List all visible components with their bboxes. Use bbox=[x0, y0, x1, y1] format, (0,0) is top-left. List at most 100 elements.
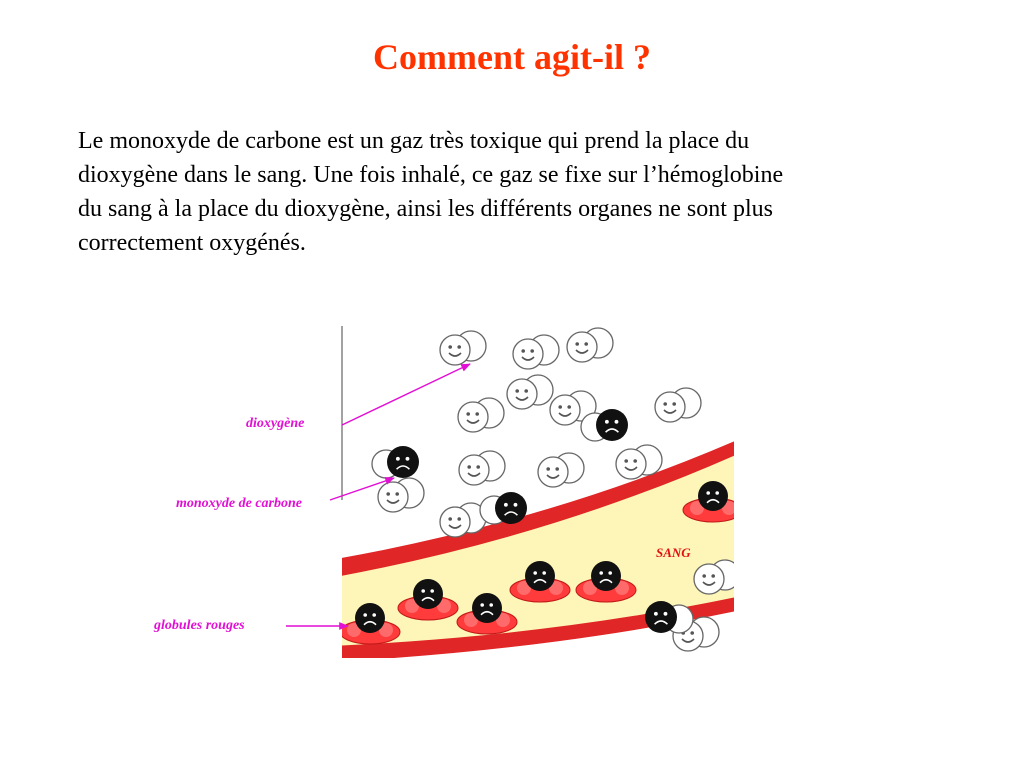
oxygen-molecule bbox=[537, 452, 585, 488]
eye bbox=[690, 631, 694, 635]
red-cell-lobe bbox=[517, 581, 531, 595]
co-pointer-arrow bbox=[329, 477, 395, 501]
bound-co-molecule bbox=[525, 561, 555, 591]
mouth bbox=[546, 474, 560, 479]
co-molecule bbox=[645, 601, 694, 634]
mouth bbox=[386, 499, 400, 504]
mouth bbox=[624, 466, 638, 471]
eye bbox=[489, 603, 494, 607]
eye bbox=[395, 492, 400, 496]
eye bbox=[466, 412, 471, 416]
oxygen-atom bbox=[457, 401, 489, 433]
eye bbox=[542, 571, 546, 575]
mouth bbox=[396, 465, 410, 470]
label-globules-rouges: globules rouges bbox=[154, 618, 245, 633]
oxygen-atom bbox=[537, 456, 569, 488]
eye bbox=[604, 419, 609, 424]
eye bbox=[421, 589, 426, 593]
eye bbox=[567, 405, 571, 409]
red-cell-lobe bbox=[583, 581, 597, 595]
eye bbox=[448, 345, 453, 349]
carbon-atom bbox=[645, 601, 677, 633]
bound-co-molecule bbox=[591, 561, 621, 591]
mouth bbox=[558, 412, 572, 417]
red-cell-lobe bbox=[347, 623, 361, 637]
oxygen-atom bbox=[654, 391, 686, 423]
red-blood-cell bbox=[456, 593, 518, 635]
oxygen-molecule bbox=[512, 334, 560, 370]
eye bbox=[672, 402, 676, 406]
mouth bbox=[663, 409, 677, 414]
eye bbox=[395, 456, 400, 461]
label-monoxyde-de-carbone: monoxyde de carbone bbox=[176, 496, 302, 511]
eye bbox=[546, 467, 550, 471]
eye bbox=[476, 465, 481, 469]
eye bbox=[524, 389, 528, 393]
oxygen-atom bbox=[458, 454, 490, 486]
red-cell-lobe bbox=[615, 581, 629, 595]
mouth bbox=[702, 581, 716, 586]
vessel-wall-upper bbox=[342, 441, 734, 576]
mouth bbox=[448, 524, 462, 529]
red-cell-lobe bbox=[379, 623, 393, 637]
eye bbox=[515, 389, 519, 393]
mouth bbox=[599, 578, 613, 584]
bound-co-molecule bbox=[355, 603, 385, 633]
eye bbox=[715, 491, 719, 495]
eye bbox=[711, 574, 715, 578]
carbon-atom bbox=[596, 409, 628, 441]
red-blood-cell bbox=[682, 481, 734, 523]
eye bbox=[663, 402, 667, 406]
oxygen-atom bbox=[566, 331, 598, 363]
paragraph-line: Le monoxyde de carbone est un gaz très t… bbox=[78, 128, 750, 154]
eye bbox=[575, 342, 579, 346]
paragraph-line: dioxygène dans le sang. Une fois inhalé,… bbox=[78, 162, 784, 188]
eye bbox=[533, 571, 537, 575]
red-cell-lobe bbox=[437, 599, 451, 613]
red-blood-cell bbox=[397, 579, 459, 621]
eye bbox=[386, 492, 391, 496]
eye bbox=[702, 574, 706, 578]
mouth bbox=[681, 638, 695, 643]
eye bbox=[513, 502, 518, 507]
mouth bbox=[575, 349, 589, 354]
slide-title: Comment agit-il ? bbox=[373, 37, 651, 77]
oxygen-molecule bbox=[615, 444, 663, 480]
mouth bbox=[480, 610, 494, 616]
co-molecule bbox=[580, 409, 628, 442]
eye bbox=[624, 459, 628, 463]
eye bbox=[448, 517, 453, 521]
eye bbox=[457, 345, 462, 349]
eye bbox=[558, 405, 562, 409]
bound-co-molecule bbox=[413, 579, 443, 609]
mouth bbox=[421, 596, 435, 602]
vessel-wall-lower bbox=[342, 597, 734, 658]
label-sang: SANG bbox=[656, 545, 691, 560]
mouth bbox=[504, 511, 518, 516]
eye bbox=[372, 613, 377, 617]
oxygen-molecule bbox=[457, 397, 505, 433]
red-cell-lobe bbox=[405, 599, 419, 613]
oxygen-molecule bbox=[458, 450, 506, 486]
co-molecule bbox=[371, 446, 419, 479]
oxygen-molecule bbox=[693, 559, 734, 595]
red-blood-cell bbox=[509, 561, 571, 603]
mouth bbox=[533, 578, 547, 584]
mouth bbox=[521, 356, 535, 361]
mouth bbox=[706, 498, 720, 504]
red-blood-cell bbox=[575, 561, 637, 603]
oxygen-molecule bbox=[654, 387, 702, 423]
eye bbox=[521, 349, 525, 353]
red-cell-lobe bbox=[496, 613, 510, 627]
molecule-group bbox=[342, 327, 734, 652]
oxygen-atom bbox=[506, 378, 538, 410]
bound-co-molecule bbox=[472, 593, 502, 623]
red-cell-lobe bbox=[690, 501, 704, 515]
oxygen-atom bbox=[439, 334, 471, 366]
label-dioxygene: dioxygène bbox=[246, 416, 305, 431]
eye bbox=[663, 611, 668, 616]
mouth bbox=[448, 352, 462, 357]
eye bbox=[599, 571, 603, 575]
eye bbox=[405, 456, 410, 461]
